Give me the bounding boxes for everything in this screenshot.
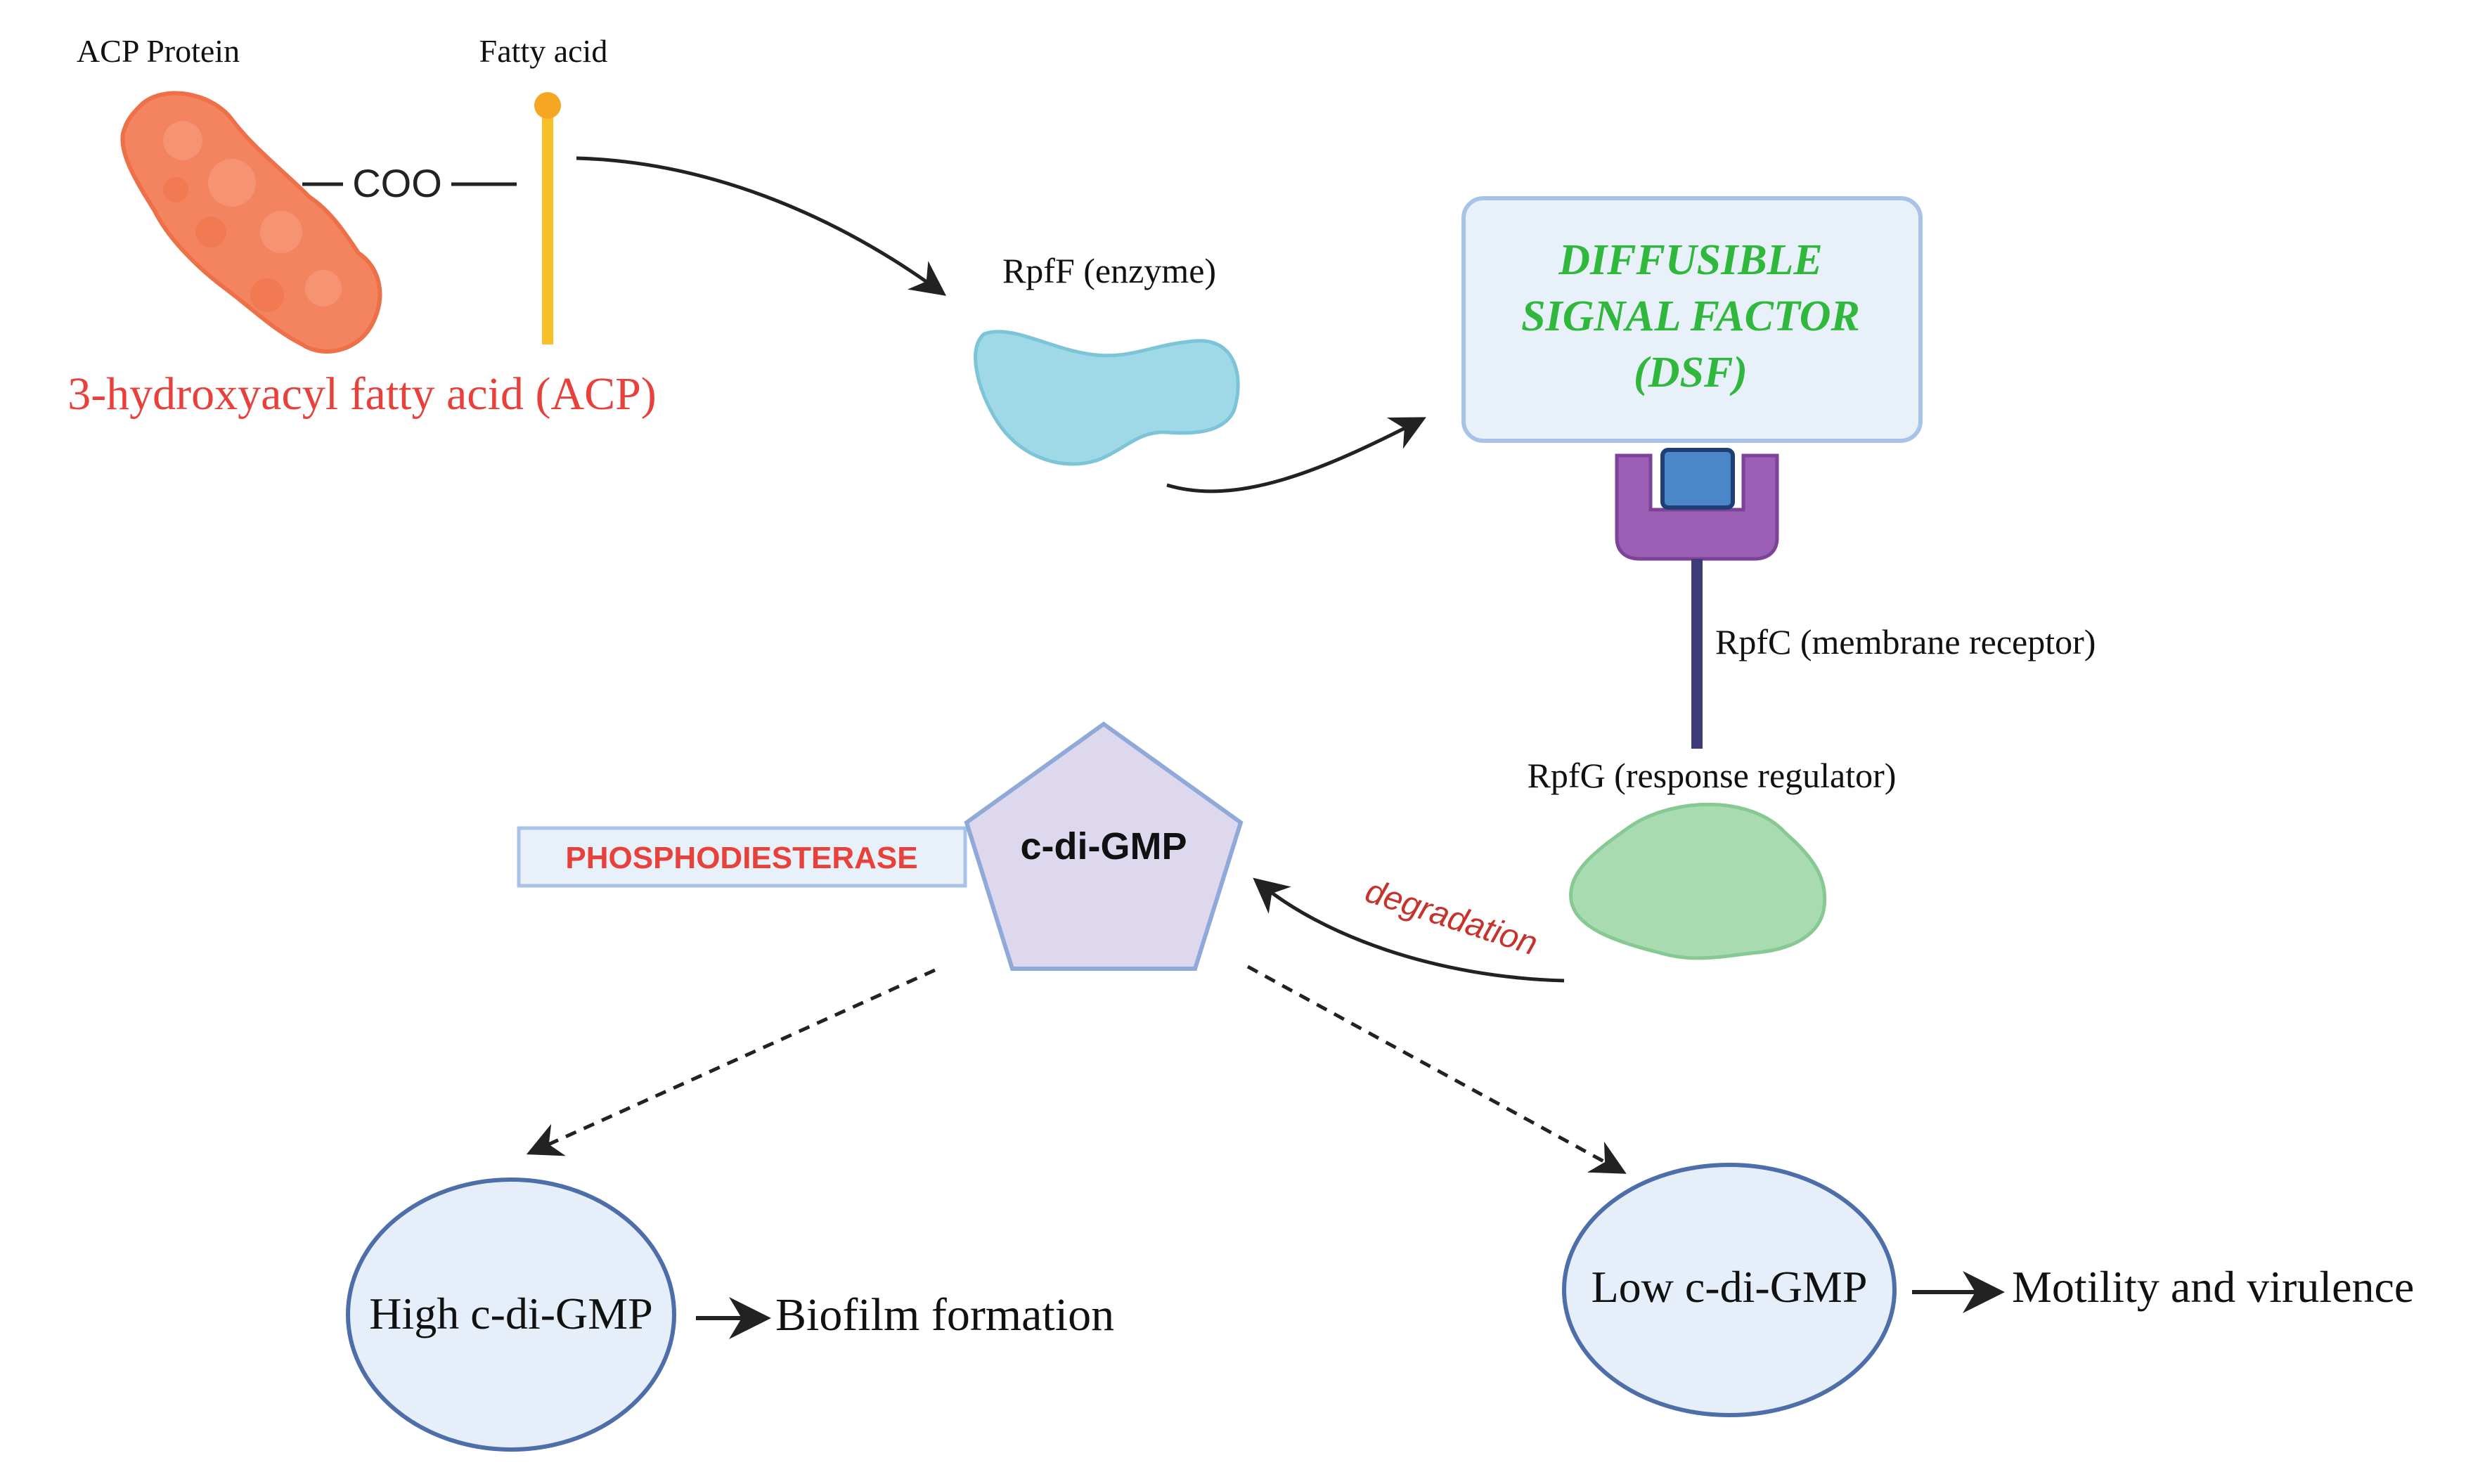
coo-label: COO bbox=[352, 161, 442, 205]
rpfc-receptor-icon bbox=[1615, 448, 1779, 749]
rpfg-icon bbox=[1569, 802, 1827, 960]
dsf-line-3: (DSF) bbox=[1634, 349, 1748, 396]
motility-label: Motility and virulence bbox=[2012, 1262, 2414, 1312]
rpfc-label: RpfC (membrane receptor) bbox=[1715, 622, 2096, 662]
acp-protein-label: ACP Protein bbox=[77, 33, 240, 69]
acp-protein-icon bbox=[120, 91, 382, 354]
fatty-acid-label: Fatty acid bbox=[479, 33, 608, 69]
rpff-label: RpfF (enzyme) bbox=[1002, 251, 1216, 290]
cdigmp-pentagon bbox=[964, 721, 1244, 971]
arrow-to-rpff bbox=[576, 156, 947, 296]
dsf-line-2: SIGNAL FACTOR bbox=[1521, 292, 1860, 340]
cdigmp-label: c-di-GMP bbox=[1021, 825, 1187, 867]
arrow-to-dsf bbox=[1166, 417, 1426, 493]
dashed-arrow-high bbox=[526, 968, 936, 1156]
dashed-arrow-low bbox=[1246, 964, 1627, 1174]
phosphodiesterase-box bbox=[517, 826, 967, 888]
dsf-box bbox=[1461, 196, 1923, 443]
rpfg-label: RpfG (response regulator) bbox=[1528, 756, 1897, 795]
fatty-acid-icon bbox=[534, 92, 561, 344]
high-cdigmp-ellipse bbox=[346, 1177, 676, 1452]
dsf-line-1: DIFFUSIBLE bbox=[1558, 236, 1823, 284]
degradation-arrow bbox=[1253, 877, 1565, 983]
low-cdigmp-label: Low c-di-GMP bbox=[1592, 1262, 1868, 1312]
low-cdigmp-ellipse bbox=[1562, 1163, 1897, 1417]
rpff-enzyme-icon bbox=[974, 330, 1240, 466]
high-cdigmp-label: High c-di-GMP bbox=[369, 1289, 653, 1338]
phosphodiesterase-label: PHOSPHODIESTERASE bbox=[565, 841, 917, 875]
hydroxyacyl-label: 3-hydroxyacyl fatty acid (ACP) bbox=[67, 368, 657, 420]
biofilm-label: Biofilm formation bbox=[775, 1289, 1114, 1341]
